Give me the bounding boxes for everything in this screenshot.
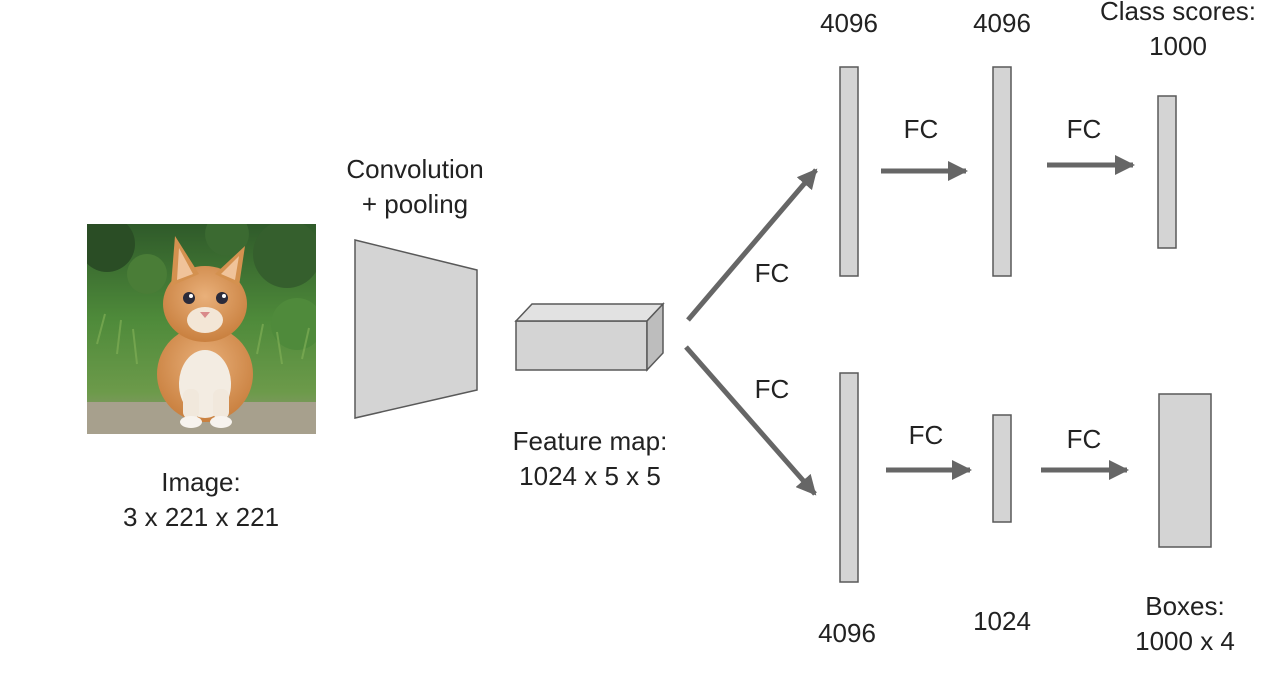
feature-map-label-line2: 1024 x 5 x 5 bbox=[519, 461, 661, 491]
kitten-image bbox=[87, 224, 316, 434]
top-layer2-size: 4096 bbox=[973, 8, 1031, 38]
bottom-fc-layer-1 bbox=[839, 372, 859, 583]
top-layer1-size: 4096 bbox=[820, 8, 878, 38]
class-scores-line1: Class scores: bbox=[1099, 0, 1257, 26]
bottom-layer2-size: 1024 bbox=[973, 606, 1031, 636]
boxes-label: Boxes: 1000 x 4 bbox=[1105, 589, 1265, 659]
bottom-fc-layer-2 bbox=[992, 414, 1012, 523]
class-scores-line2: 1000 bbox=[1149, 31, 1207, 61]
image-label-line1: Image: bbox=[161, 467, 241, 497]
conv-pooling-block bbox=[354, 239, 478, 419]
kitten-illustration bbox=[87, 224, 316, 434]
boxes-label-line2: 1000 x 4 bbox=[1135, 626, 1235, 656]
class-scores-layer bbox=[1157, 95, 1177, 249]
boxes-layer bbox=[1158, 393, 1212, 548]
feature-map-block bbox=[514, 302, 665, 372]
fc-arrow-down bbox=[684, 345, 817, 496]
conv-label: Convolution + pooling bbox=[320, 152, 510, 222]
bottom-layer1-size: 4096 bbox=[818, 618, 876, 648]
fc-label-bottom-2: FC bbox=[1066, 424, 1102, 454]
feature-map-label: Feature map: 1024 x 5 x 5 bbox=[486, 424, 694, 494]
fc-label-top-branch: FC bbox=[754, 258, 790, 288]
conv-label-line1: Convolution bbox=[346, 154, 484, 184]
fc-arrow-up bbox=[686, 168, 818, 322]
image-label: Image: 3 x 221 x 221 bbox=[100, 465, 302, 535]
fc-label-bottom-1: FC bbox=[908, 420, 944, 450]
class-scores-label: Class scores: 1000 bbox=[1082, 0, 1268, 64]
top-fc-layer-2 bbox=[992, 66, 1012, 277]
fc-label-bottom-branch: FC bbox=[754, 374, 790, 404]
feature-map-label-line1: Feature map: bbox=[512, 426, 668, 456]
boxes-label-line1: Boxes: bbox=[1145, 591, 1225, 621]
top-fc-layer-1 bbox=[839, 66, 859, 277]
conv-label-line2: + pooling bbox=[361, 189, 469, 219]
image-label-line2: 3 x 221 x 221 bbox=[122, 502, 280, 532]
fc-label-top-2: FC bbox=[1066, 114, 1102, 144]
fc-label-top-1: FC bbox=[903, 114, 939, 144]
